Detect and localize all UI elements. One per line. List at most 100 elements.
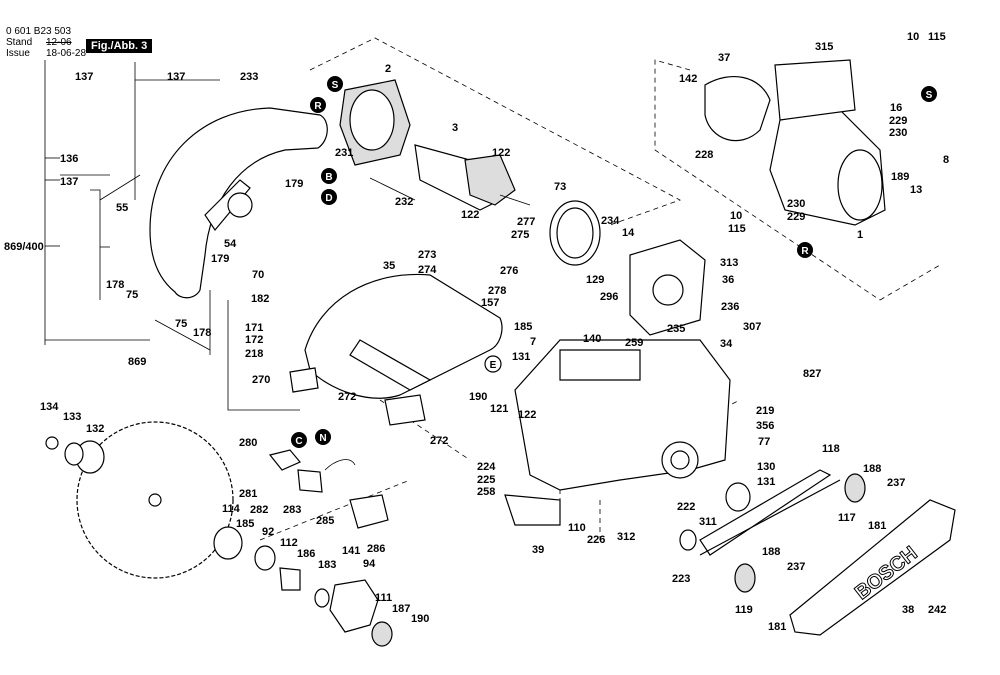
svg-text:S: S [926, 90, 933, 101]
callout: 222 [677, 501, 695, 513]
callout: 132 [86, 423, 104, 435]
callout: 869 [128, 356, 146, 368]
callout: 94 [363, 558, 376, 570]
callout: 37 [718, 52, 730, 64]
reference-markers: S R B D E C N S R [291, 76, 937, 448]
callout: 276 [500, 265, 518, 277]
callout: 190 [411, 613, 429, 625]
callout: 179 [285, 178, 303, 190]
callout: 313 [720, 257, 738, 269]
callout: 185 [514, 321, 532, 333]
callout: 259 [625, 337, 643, 349]
marker-N: N [315, 429, 331, 445]
callout: 869/400 [4, 241, 44, 253]
callout: 283 [283, 504, 301, 516]
callout: 121 [490, 403, 508, 415]
callout: 34 [720, 338, 733, 350]
svg-text:R: R [314, 101, 322, 112]
callout: 277 [517, 216, 535, 228]
callout: 225 [477, 474, 495, 486]
callout: 140 [583, 333, 601, 345]
callout: 117 [838, 512, 856, 524]
issue-label: Issue [6, 48, 30, 59]
marker-R-top: R [310, 97, 326, 113]
callout: 186 [297, 548, 315, 560]
gear-housing [504, 339, 731, 526]
callout: 228 [695, 149, 713, 161]
callout: 122 [461, 209, 479, 221]
bearing-plate [629, 239, 706, 336]
callout: 185 [236, 518, 254, 530]
callout: 38 [902, 604, 914, 616]
callout: 273 [418, 249, 436, 261]
callout: 218 [245, 348, 263, 360]
saw-blade [76, 421, 234, 579]
callout: 39 [532, 544, 544, 556]
callout: 92 [262, 526, 274, 538]
callout: 70 [252, 269, 264, 281]
callout: 278 [488, 285, 506, 297]
callout: 242 [928, 604, 946, 616]
callout: 77 [758, 436, 770, 448]
callout: 286 [367, 543, 385, 555]
callout: 281 [239, 488, 257, 500]
callout: 10 [907, 31, 919, 43]
svg-text:E: E [490, 360, 497, 371]
callout: 179 [211, 253, 229, 265]
callout: 181 [768, 621, 786, 633]
motor-housing [704, 59, 886, 226]
callout: 272 [430, 435, 448, 447]
callout: 110 [568, 522, 586, 534]
callout: 2 [385, 63, 391, 75]
callout: 232 [395, 196, 413, 208]
callout: 188 [863, 463, 881, 475]
callout: 275 [511, 229, 529, 241]
callout: 73 [554, 181, 566, 193]
callout: 229 [787, 211, 805, 223]
callout: 7 [530, 336, 536, 348]
marker-E: E [484, 355, 502, 373]
callout: 274 [418, 264, 437, 276]
callout: 190 [469, 391, 487, 403]
callout: 137 [75, 71, 93, 83]
callout: 258 [477, 486, 495, 498]
callout: 234 [601, 215, 620, 227]
callout: 187 [392, 603, 410, 615]
marker-S-top: S [327, 76, 343, 92]
motor-assembly [339, 79, 531, 211]
callout: 171 [245, 322, 263, 334]
callout: 3 [452, 122, 458, 134]
svg-text:C: C [295, 436, 302, 447]
doc-number: 0 601 B23 503 [6, 26, 72, 37]
callout: 226 [587, 534, 605, 546]
callout: 1 [857, 229, 863, 241]
callout: 230 [787, 198, 805, 210]
callout: 237 [887, 477, 905, 489]
callout: 224 [477, 461, 496, 473]
marker-R-right: R [797, 242, 813, 258]
callout: 114 [222, 503, 241, 515]
callout: 14 [622, 227, 635, 239]
callout: 119 [735, 604, 753, 616]
callout: 36 [722, 274, 734, 286]
svg-text:S: S [332, 80, 339, 91]
gasket-ring [549, 200, 601, 266]
left-bracket-lines [44, 60, 300, 411]
callout: 172 [245, 334, 263, 346]
callout: 122 [492, 147, 510, 159]
callout: 307 [743, 321, 761, 333]
callout: 296 [600, 291, 618, 303]
callout: 137 [60, 176, 78, 188]
callout: 311 [699, 516, 717, 528]
callout: 231 [335, 147, 353, 159]
callout: 189 [891, 171, 909, 183]
svg-text:N: N [319, 433, 326, 444]
callout: 827 [803, 368, 821, 380]
callout: 35 [383, 260, 395, 272]
callout: 282 [250, 504, 268, 516]
callout: 75 [175, 318, 187, 330]
callout: 219 [756, 405, 774, 417]
